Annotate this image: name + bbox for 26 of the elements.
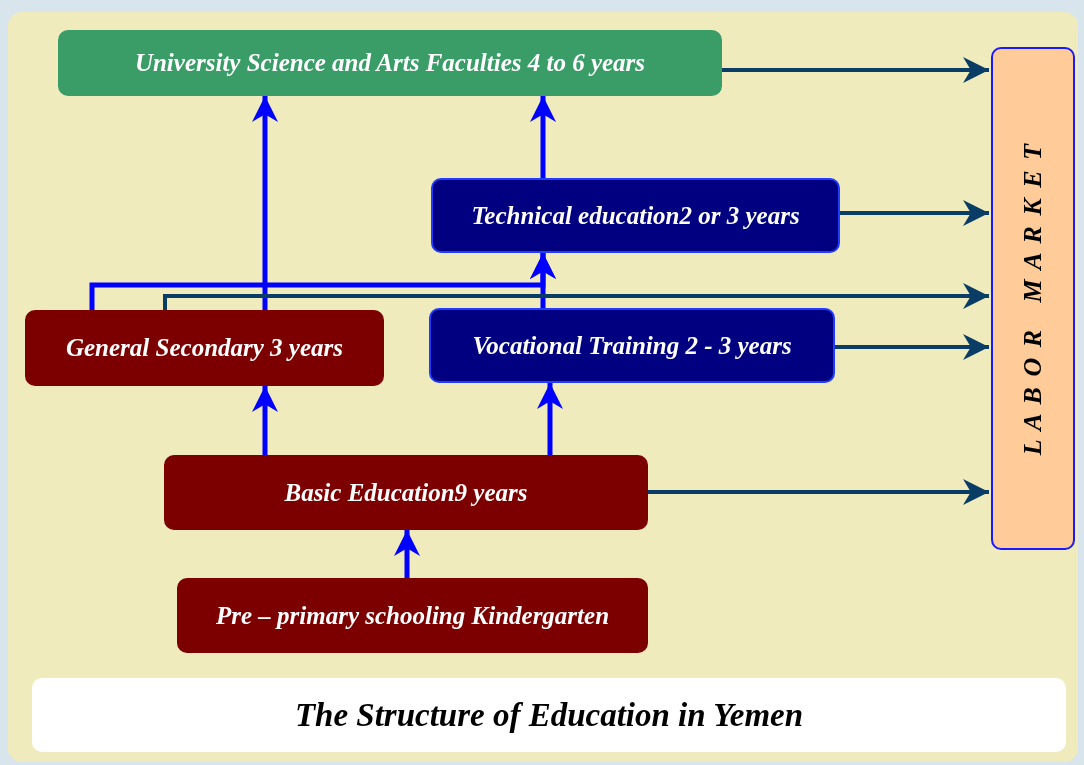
arrow: [722, 57, 989, 83]
caption: The Structure of Education in Yemen: [294, 696, 804, 734]
arrow: [835, 334, 989, 360]
box-label: Vocational Training 2 - 3 years: [472, 331, 792, 360]
arrow: [89, 253, 556, 310]
arrow: [252, 386, 278, 455]
arrow: [530, 96, 556, 178]
box-label: Basic Education9 years: [284, 478, 528, 507]
box-label: Technical education2 or 3 years: [471, 201, 800, 230]
box-label: General Secondary 3 years: [65, 334, 344, 362]
arrow: [163, 283, 989, 310]
process-box: [25, 310, 384, 386]
arrow: [537, 383, 563, 455]
arrow: [840, 200, 989, 226]
vertical-box: [991, 47, 1075, 550]
process-box: [58, 30, 722, 96]
process-box: [164, 455, 648, 530]
process-box: [177, 578, 648, 653]
arrow: [648, 479, 989, 505]
arrow: [252, 96, 278, 310]
box-label: University Science and Arts Faculties 4 to 6 years: [134, 49, 646, 77]
box-label: Pre – primary schooling Kindergarten: [215, 601, 610, 630]
process-box: [429, 308, 835, 383]
process-box: [431, 178, 840, 253]
arrow: [394, 530, 420, 578]
box-label: L A B O R M A R K E T: [1018, 141, 1048, 456]
